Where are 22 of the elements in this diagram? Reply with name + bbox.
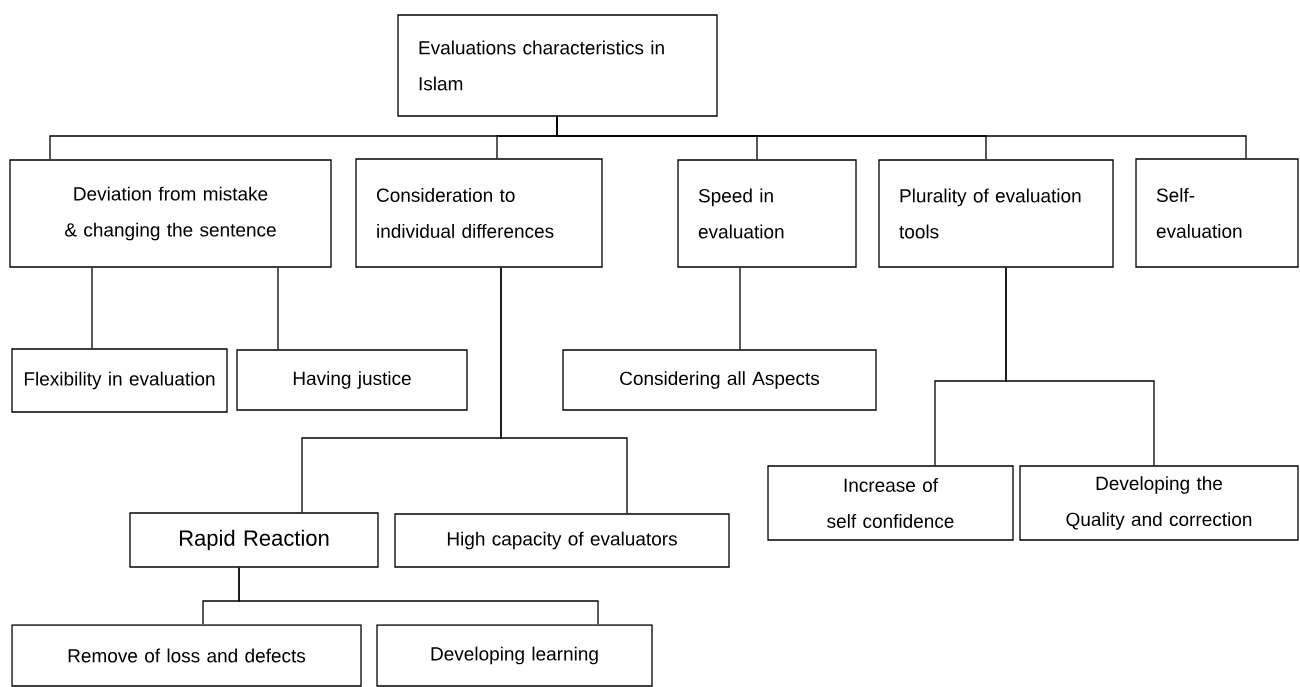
process-box: Speed in evaluation xyxy=(677,159,857,268)
process-box: High capacity of evaluators xyxy=(394,513,730,568)
process-box: Considering all Aspects xyxy=(562,349,877,411)
process-box: Developing the Quality and correction xyxy=(1019,465,1299,541)
process-box: Increase of self confidence xyxy=(767,465,1014,541)
process-box: Deviation from mistake & changing the sentence xyxy=(9,159,332,268)
connector-line xyxy=(1005,267,1155,466)
connector-line xyxy=(500,267,628,514)
process-box: Having justice xyxy=(236,349,468,411)
connector-line xyxy=(556,116,1247,159)
connector-line xyxy=(91,267,93,349)
process-box: Remove of loss and defects xyxy=(11,624,362,687)
process-box: Consideration to individual differences xyxy=(355,158,603,268)
connector-line xyxy=(277,267,279,350)
connector-line xyxy=(739,267,741,350)
process-box: Rapid Reaction xyxy=(129,512,379,568)
connector-line xyxy=(238,567,599,625)
process-box: Evaluations characteristics in Islam xyxy=(397,14,718,117)
process-box: Plurality of evaluation tools xyxy=(878,159,1114,268)
process-box: Self-evaluation xyxy=(1135,158,1299,268)
process-box: Flexibility in evaluation xyxy=(11,348,228,413)
process-box: Developing learning xyxy=(376,624,653,687)
